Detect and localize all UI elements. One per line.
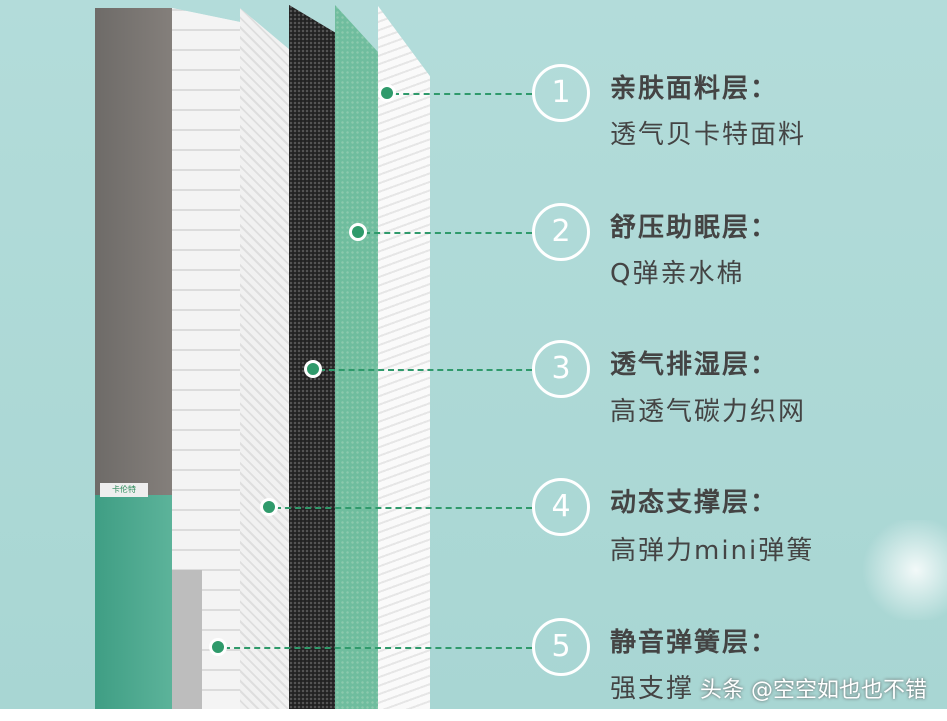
leader-line — [319, 369, 532, 371]
layer-desc: 透气贝卡特面料 — [610, 120, 807, 150]
layer-desc: 高透气碳力织网 — [610, 397, 807, 427]
leader-line — [393, 93, 532, 95]
foam-layer — [335, 5, 380, 709]
layer-desc: 高弹力mini弹簧 — [610, 536, 815, 566]
leader-line — [275, 507, 532, 509]
watermark: 头条 @空空如也也不错 — [700, 678, 927, 703]
brand-label: 卡伦特 — [100, 483, 148, 497]
marker-dot — [349, 223, 367, 241]
spring-layer — [240, 8, 290, 709]
marker-dot — [260, 498, 278, 516]
number-circle: 1 — [532, 64, 590, 122]
spring-block — [172, 570, 202, 709]
layer-desc: Q弹亲水棉 — [610, 259, 745, 289]
fabric-layer — [378, 6, 430, 709]
gray-side-panel — [95, 8, 172, 495]
cloud-decoration — [850, 520, 947, 620]
number-circle: 2 — [532, 203, 590, 261]
layer-title: 静音弹簧层： — [610, 628, 779, 658]
green-side-panel — [95, 495, 172, 709]
marker-dot — [378, 84, 396, 102]
carbon-mesh-layer — [289, 5, 336, 709]
marker-dot — [304, 360, 322, 378]
marker-dot — [209, 638, 227, 656]
layer-desc: 强支撑 — [610, 674, 695, 704]
layer-title: 亲肤面料层： — [610, 74, 779, 104]
layer-title: 透气排湿层： — [610, 350, 779, 380]
number-circle: 4 — [532, 478, 590, 536]
layer-title: 动态支撑层： — [610, 488, 779, 518]
layer-title: 舒压助眠层： — [610, 213, 779, 243]
leader-line — [364, 232, 532, 234]
leader-line — [224, 647, 532, 649]
number-circle: 5 — [532, 618, 590, 676]
number-circle: 3 — [532, 340, 590, 398]
